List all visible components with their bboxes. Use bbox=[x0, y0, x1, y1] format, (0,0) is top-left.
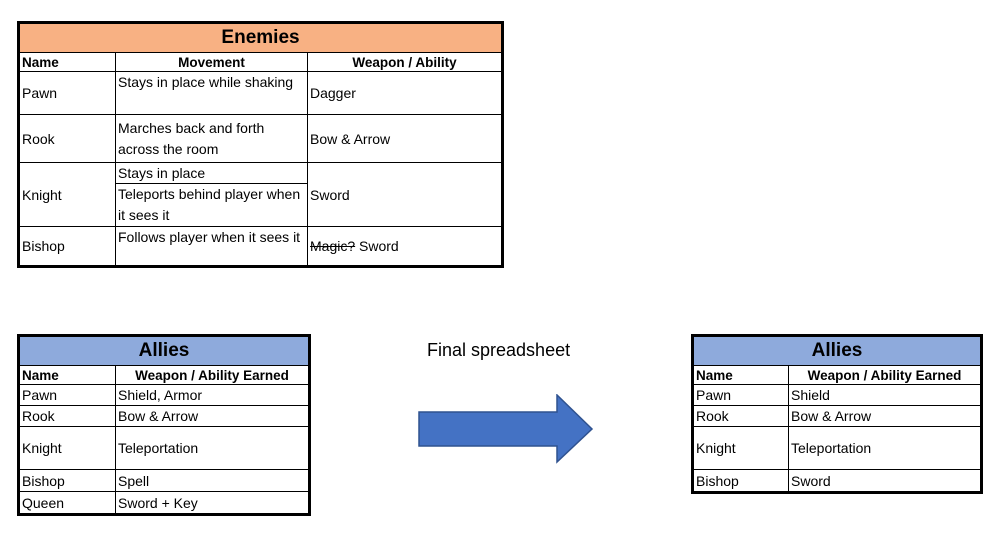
enemies-table: Enemies Name Movement Weapon / Ability P… bbox=[17, 21, 504, 268]
allies-title: Allies bbox=[692, 336, 982, 366]
cell-movement-line: Stays in place bbox=[116, 164, 307, 184]
header-movement: Movement bbox=[115, 52, 308, 72]
table-row: Bishop Spell bbox=[19, 469, 310, 492]
table-row: Pawn Stays in place while shaking Dagger bbox=[19, 71, 502, 115]
weapon-text: Sword bbox=[359, 238, 399, 254]
cell-movement: Marches back and forth across the room bbox=[115, 114, 308, 163]
table-row: Bishop Sword bbox=[693, 469, 982, 492]
allies-title: Allies bbox=[18, 336, 310, 366]
cell-weapon: Shield bbox=[787, 384, 982, 406]
cell-movement-line: Teleports behind player when it sees it bbox=[118, 186, 301, 223]
cell-name: Rook bbox=[19, 114, 116, 163]
cell-weapon: Shield, Armor bbox=[114, 384, 310, 406]
table-row: Rook Bow & Arrow bbox=[19, 405, 310, 427]
enemies-title: Enemies bbox=[19, 23, 502, 53]
cell-weapon: Sword + Key bbox=[114, 491, 310, 514]
table-row: Knight Teleportation bbox=[693, 426, 982, 470]
cell-name: Bishop bbox=[19, 226, 116, 266]
cell-name: Knight bbox=[693, 426, 789, 470]
cell-name: Queen bbox=[19, 491, 116, 514]
header-name: Name bbox=[19, 365, 116, 385]
cell-weapon: Teleportation bbox=[787, 426, 982, 470]
table-row: Knight Teleportation bbox=[19, 426, 310, 470]
header-weapon: Weapon / Ability bbox=[307, 52, 502, 72]
allies-table-left: Allies Name Weapon / Ability Earned Pawn… bbox=[16, 334, 312, 516]
cell-weapon: Sword bbox=[787, 469, 982, 492]
table-row: Queen Sword + Key bbox=[19, 491, 310, 514]
table-row: Rook Marches back and forth across the r… bbox=[19, 114, 502, 163]
cell-weapon: Magic? Sword bbox=[307, 226, 502, 266]
cell-name: Bishop bbox=[19, 469, 116, 492]
cell-name: Pawn bbox=[19, 384, 116, 406]
cell-weapon: Bow & Arrow bbox=[787, 405, 982, 427]
cell-weapon: Bow & Arrow bbox=[307, 114, 502, 163]
cell-movement: Follows player when it sees it bbox=[115, 226, 308, 266]
cell-weapon: Teleportation bbox=[114, 426, 310, 470]
cell-name: Bishop bbox=[693, 469, 789, 492]
table-row: Pawn Shield bbox=[693, 384, 982, 406]
cell-weapon: Bow & Arrow bbox=[114, 405, 310, 427]
cell-name: Knight bbox=[19, 162, 116, 227]
header-name: Name bbox=[693, 365, 789, 385]
final-spreadsheet-caption: Final spreadsheet bbox=[427, 340, 571, 360]
cell-name: Pawn bbox=[693, 384, 789, 406]
cell-name: Knight bbox=[19, 426, 116, 470]
table-row: Rook Bow & Arrow bbox=[693, 405, 982, 427]
table-row: Bishop Follows player when it sees it Ma… bbox=[19, 226, 502, 266]
cell-weapon: Dagger bbox=[307, 71, 502, 115]
header-weapon: Weapon / Ability Earned bbox=[787, 365, 982, 385]
table-row: Pawn Shield, Armor bbox=[19, 384, 310, 406]
cell-weapon: Sword bbox=[307, 162, 502, 227]
right-arrow-icon bbox=[418, 394, 594, 464]
cell-movement: Stays in place while shaking bbox=[115, 71, 308, 115]
cell-name: Pawn bbox=[19, 71, 116, 115]
header-name: Name bbox=[19, 52, 116, 72]
table-row: Knight Stays in place Teleports behind p… bbox=[19, 162, 502, 227]
cell-movement: Stays in place Teleports behind player w… bbox=[115, 162, 308, 227]
allies-table-right: Allies Name Weapon / Ability Earned Pawn… bbox=[690, 334, 984, 494]
cell-name: Rook bbox=[693, 405, 789, 427]
cell-weapon: Spell bbox=[114, 469, 310, 492]
struck-text: Magic? bbox=[310, 238, 356, 254]
header-weapon: Weapon / Ability Earned bbox=[114, 365, 310, 385]
cell-name: Rook bbox=[19, 405, 116, 427]
